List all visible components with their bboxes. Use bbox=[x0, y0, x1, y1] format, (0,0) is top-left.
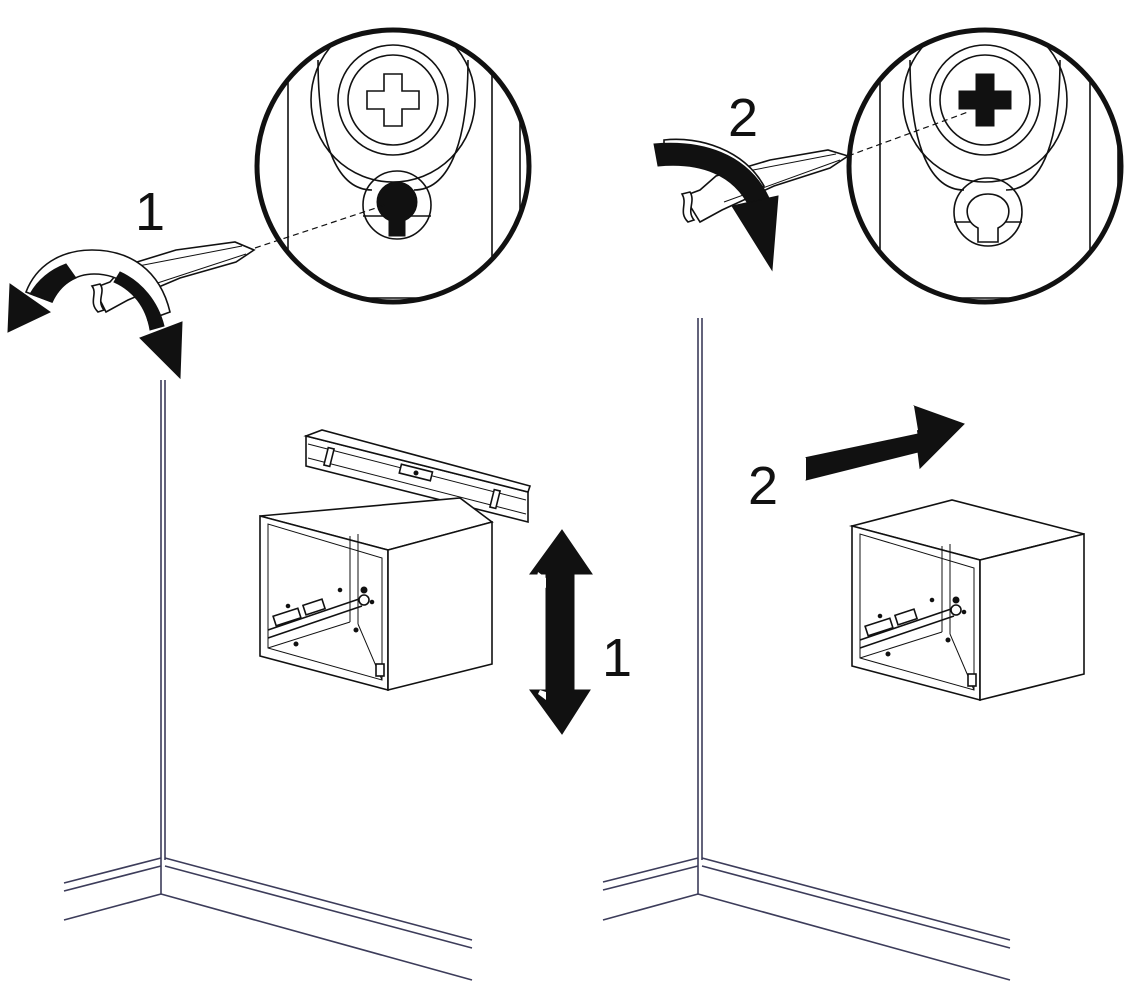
right-rotation-arrow-icon bbox=[653, 138, 779, 272]
left-rotation-arrows-icon bbox=[7, 249, 183, 380]
right-wall-corner bbox=[602, 318, 1011, 981]
right-magnifier-detail bbox=[846, 27, 1124, 305]
left-wall-corner bbox=[63, 380, 473, 981]
right-rotation-step-number: 2 bbox=[728, 88, 758, 148]
left-rotation-step-number: 1 bbox=[135, 182, 165, 242]
cross-recess-black-icon bbox=[958, 73, 1012, 127]
left-wall-cabinet bbox=[259, 497, 494, 692]
cross-recess-outline-icon bbox=[366, 73, 420, 127]
left-magnifier-detail bbox=[254, 27, 532, 305]
right-screwdriver-icon bbox=[680, 149, 850, 224]
cam-lock-outline-icon bbox=[966, 193, 1010, 243]
left-height-step-number: 1 bbox=[602, 628, 632, 688]
vertical-adjust-arrow-icon bbox=[529, 529, 593, 735]
right-wall-cabinet bbox=[848, 499, 1085, 702]
right-push-step-number: 2 bbox=[748, 456, 778, 516]
left-panel: 1 bbox=[7, 27, 632, 981]
horizontal-push-arrow-icon bbox=[800, 405, 965, 481]
left-dashed-guide bbox=[254, 204, 386, 249]
spirit-level-icon bbox=[303, 429, 532, 524]
right-panel: 2 2 bbox=[602, 27, 1124, 981]
right-dashed-guide bbox=[847, 111, 969, 157]
